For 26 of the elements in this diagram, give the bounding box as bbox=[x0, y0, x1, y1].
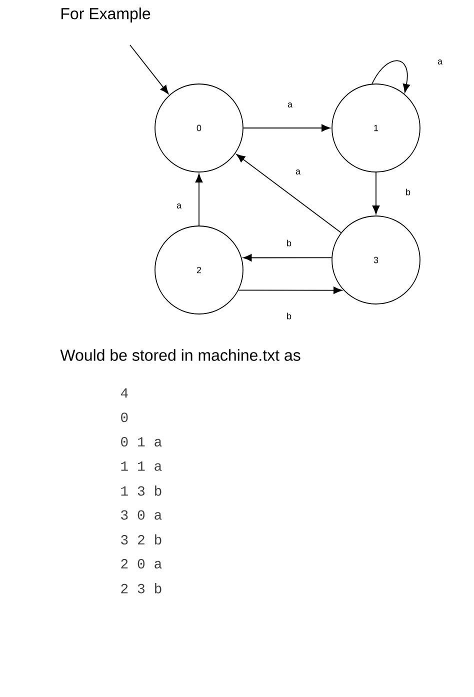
arrow bbox=[195, 174, 203, 226]
edge-label: a bbox=[176, 202, 182, 210]
edge-label: a bbox=[436, 58, 444, 66]
code-line: 2 3 b bbox=[121, 583, 162, 594]
edge-label: b bbox=[404, 188, 412, 196]
code-line: 1 1 a bbox=[121, 462, 162, 471]
arrow bbox=[130, 44, 169, 94]
code-line: 3 2 b bbox=[121, 534, 162, 545]
edge-label: b bbox=[286, 238, 292, 248]
heading: For Example bbox=[62, 8, 150, 22]
arrow bbox=[238, 286, 342, 294]
code-line: 2 0 a bbox=[121, 559, 162, 569]
arrow bbox=[372, 60, 410, 93]
arrow bbox=[243, 254, 332, 262]
code-line: 0 1 a bbox=[121, 437, 162, 447]
code-line: 3 0 a bbox=[121, 510, 162, 520]
code-line: 1 3 b bbox=[121, 485, 162, 496]
edge-label: a bbox=[286, 102, 294, 108]
arrow bbox=[243, 124, 330, 132]
caption-text: Would be stored in machine.txt as bbox=[60, 349, 300, 361]
code-line: 4 bbox=[120, 388, 128, 398]
arrow bbox=[236, 154, 342, 234]
code-line: 0 bbox=[121, 412, 128, 422]
edge-label: a bbox=[294, 168, 302, 176]
edge-label: b bbox=[286, 312, 292, 320]
arrow bbox=[372, 172, 380, 214]
